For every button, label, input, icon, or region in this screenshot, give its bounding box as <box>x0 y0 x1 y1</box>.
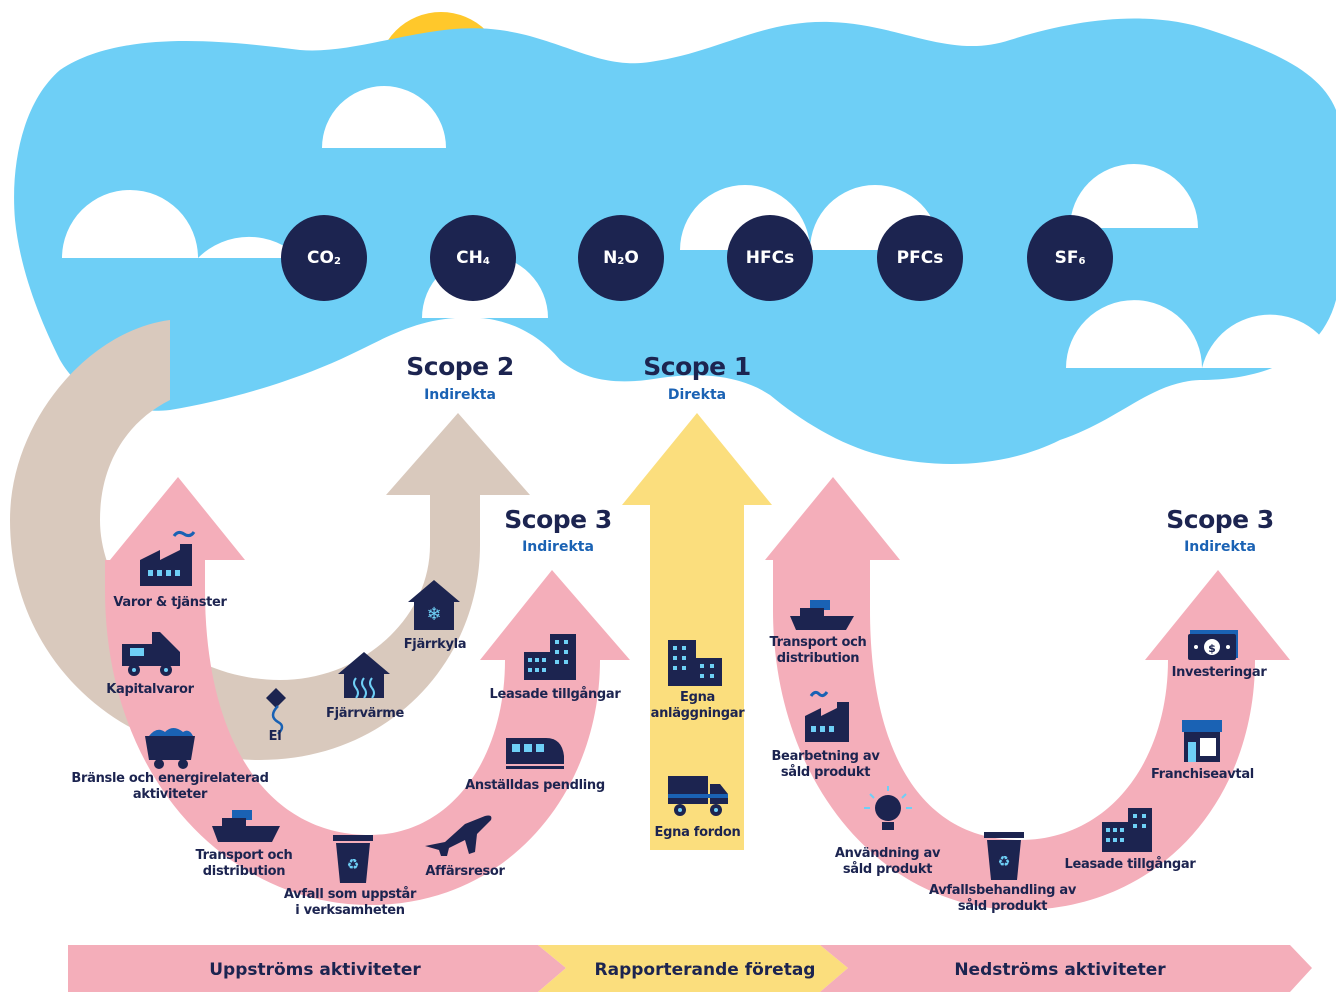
gas-formula: SF <box>1054 248 1079 268</box>
label-line: anläggningar <box>650 706 745 721</box>
dump-truck-icon <box>122 632 180 676</box>
gas-formula: CO <box>307 248 334 268</box>
office-building-icon <box>1102 808 1152 852</box>
label-line: distribution <box>776 651 860 666</box>
house-snowflake-icon: ❄ <box>408 580 460 630</box>
label-line: Användning av <box>834 846 941 861</box>
scope3-upstream-subtitle: Indirekta <box>522 539 594 555</box>
trash-bin-icon: ♻ <box>333 835 373 883</box>
gas-formula: N <box>603 248 618 268</box>
label-egna-fordon: Egna fordon <box>654 825 741 840</box>
scope2-subtitle: Indirekta <box>424 387 496 403</box>
scope1-title: Scope 1 <box>643 352 751 381</box>
label-line: Bearbetning av <box>771 749 880 764</box>
gas-subscript: 4 <box>482 255 490 267</box>
label-fjarrkyla: Fjärrkyla <box>403 637 467 652</box>
scope1-subtitle: Direkta <box>667 387 727 403</box>
label-line: aktiviteter <box>132 787 208 802</box>
airplane-icon <box>425 815 492 856</box>
label-line: Egna <box>679 690 715 705</box>
scope3-downstream-subtitle: Indirekta <box>1184 539 1256 555</box>
label-line: i verksamheten <box>295 903 405 918</box>
label-kapitalvaror: Kapitalvaror <box>106 682 194 697</box>
plug-icon <box>266 688 286 735</box>
label-line: såld produkt <box>842 862 933 877</box>
scope3-downstream-title: Scope 3 <box>1166 505 1274 534</box>
scope2-title: Scope 2 <box>406 352 514 381</box>
label-leasade-upstream: Leasade tillgångar <box>489 687 621 702</box>
ship-icon <box>212 810 280 842</box>
svg-text:❄: ❄ <box>426 604 441 625</box>
label-line: distribution <box>202 864 286 879</box>
label-line: Transport och <box>769 635 867 650</box>
factory-icon <box>805 690 849 742</box>
svg-text:$: $ <box>1208 642 1216 655</box>
gas-formula: HFCs <box>745 248 795 268</box>
gas-subscript: 6 <box>1078 255 1086 267</box>
scope3-upstream-title: Scope 3 <box>504 505 612 534</box>
gas-subscript: 2 <box>333 255 341 267</box>
train-icon <box>506 738 564 769</box>
label-line: Avfall som uppstår <box>283 887 417 902</box>
coal-cart-icon <box>145 728 195 769</box>
banknote-icon: $ <box>1188 630 1238 660</box>
ship-icon <box>790 600 854 630</box>
label-line: såld produkt <box>780 765 871 780</box>
gas-pfcs: PFCs <box>877 215 963 301</box>
svg-text:♻: ♻ <box>347 857 360 873</box>
label-line: Avfallsbehandling av <box>928 883 1077 898</box>
band-label-upstream: Uppströms aktiviteter <box>209 960 421 980</box>
office-building-icon <box>668 640 722 686</box>
gas-hfcs: HFCs <box>727 215 813 301</box>
band-downstream <box>820 945 1312 992</box>
scope1-arrow <box>622 413 772 850</box>
label-pendling: Anställdas pendling <box>465 778 605 793</box>
band-upstream <box>68 945 566 992</box>
factory-icon <box>140 530 196 586</box>
label-line: Bränsle och energirelaterad <box>71 771 269 786</box>
band-label-downstream: Nedströms aktiviteter <box>954 960 1166 980</box>
label-varor: Varor & tjänster <box>113 595 227 610</box>
gas-formula-tail: O <box>624 248 639 268</box>
label-line: Transport och <box>195 848 293 863</box>
lightbulb-icon <box>864 786 912 830</box>
svg-text:♻: ♻ <box>998 854 1011 870</box>
shop-icon <box>1182 720 1222 762</box>
label-line: såld produkt <box>957 899 1048 914</box>
label-affarsresor: Affärsresor <box>425 864 505 879</box>
label-el: El <box>268 729 282 744</box>
band-reporting <box>538 945 848 992</box>
truck-icon <box>668 776 728 816</box>
label-leasade-downstream: Leasade tillgångar <box>1064 857 1196 872</box>
house-heat-icon <box>338 652 390 699</box>
label-investeringar: Investeringar <box>1171 665 1267 680</box>
gas-formula: PFCs <box>896 248 944 268</box>
gas-subscript: 2 <box>617 255 625 267</box>
label-franchiseavtal: Franchiseavtal <box>1151 767 1254 782</box>
scope3-upstream-arrow <box>105 477 630 905</box>
office-building-icon <box>524 634 576 680</box>
band-label-reporting: Rapporterande företag <box>594 960 816 980</box>
trash-bin-icon: ♻ <box>984 832 1024 880</box>
gas-formula: CH <box>456 248 483 268</box>
label-fjarrvarme: Fjärrvärme <box>326 706 404 721</box>
